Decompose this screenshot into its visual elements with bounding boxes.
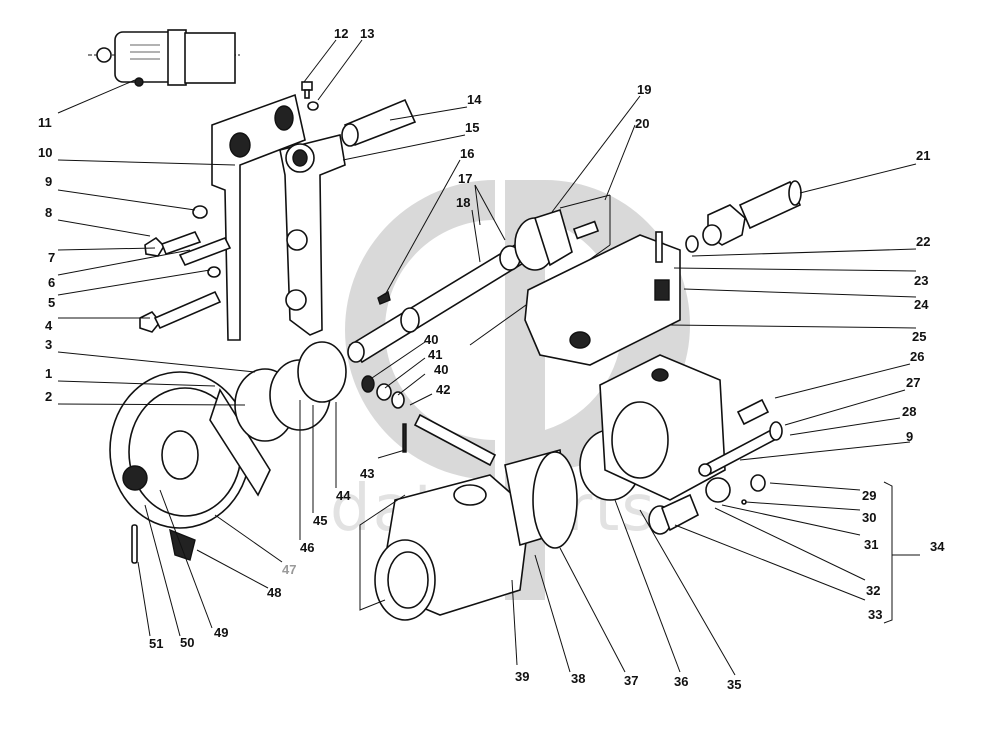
callout-35: 35 — [727, 677, 741, 692]
callout-10: 10 — [38, 145, 52, 160]
valve-stem-part — [361, 375, 497, 467]
callout-22: 22 — [916, 234, 930, 249]
callout-2: 2 — [45, 389, 52, 404]
callout-39: 39 — [515, 669, 529, 684]
callout-14: 14 — [467, 92, 482, 107]
callout-9b: 9 — [906, 429, 913, 444]
callout-1: 1 — [45, 366, 52, 381]
callout-8: 8 — [45, 205, 52, 220]
callout-3: 3 — [45, 337, 52, 352]
callout-11: 11 — [38, 115, 52, 130]
callout-28: 28 — [902, 404, 916, 419]
callout-31: 31 — [864, 537, 878, 552]
callout-49: 49 — [214, 625, 228, 640]
callout-47: 47 — [282, 562, 296, 577]
callout-40b: 40 — [434, 362, 448, 377]
callout-41: 41 — [428, 347, 442, 362]
upper-housing-part — [524, 231, 681, 366]
callout-40a: 40 — [424, 332, 438, 347]
shaft-part — [347, 243, 527, 364]
callout-48: 48 — [267, 585, 281, 600]
pin-part — [341, 98, 417, 147]
callout-23: 23 — [914, 273, 928, 288]
callout-37: 37 — [624, 673, 638, 688]
callout-16: 16 — [460, 146, 474, 161]
callout-38: 38 — [571, 671, 585, 686]
callout-15: 15 — [465, 120, 479, 135]
callout-42: 42 — [436, 382, 450, 397]
callout-50: 50 — [180, 635, 194, 650]
pump-overview-part — [88, 29, 240, 87]
callout-32: 32 — [866, 583, 880, 598]
callout-51: 51 — [149, 636, 163, 651]
filter-part — [685, 180, 802, 253]
callout-29: 29 — [862, 488, 876, 503]
callout-7: 7 — [48, 250, 55, 265]
callout-9: 9 — [45, 174, 52, 189]
callout-46: 46 — [300, 540, 314, 555]
callout-44: 44 — [336, 488, 351, 503]
callout-27: 27 — [906, 375, 920, 390]
callout-5: 5 — [48, 295, 55, 310]
callout-34: 34 — [930, 539, 945, 554]
callout-25: 25 — [912, 329, 926, 344]
callout-20: 20 — [635, 116, 649, 131]
callout-13: 13 — [360, 26, 374, 41]
bracket-part — [211, 93, 346, 341]
watermark-logo — [345, 180, 495, 480]
leader-lines — [57, 39, 920, 676]
callout-labels: 11 10 9 8 7 6 5 4 3 1 2 12 13 14 15 16 1… — [38, 26, 945, 692]
main-housing-part — [359, 474, 531, 621]
callout-26: 26 — [910, 349, 924, 364]
callout-18: 18 — [456, 195, 470, 210]
callout-19: 19 — [637, 82, 651, 97]
callout-21: 21 — [916, 148, 930, 163]
callout-4: 4 — [45, 318, 53, 333]
callout-6: 6 — [48, 275, 55, 290]
pulley-assembly-part — [109, 341, 347, 564]
bolts-part — [139, 205, 232, 333]
callout-12: 12 — [334, 26, 348, 41]
callout-43: 43 — [360, 466, 374, 481]
side-housing-part — [599, 354, 783, 535]
callout-17: 17 — [458, 171, 472, 186]
callout-30: 30 — [862, 510, 876, 525]
small-bolt-part — [301, 81, 319, 111]
callout-24: 24 — [914, 297, 929, 312]
callout-45: 45 — [313, 513, 327, 528]
callout-33: 33 — [868, 607, 882, 622]
callout-36: 36 — [674, 674, 688, 689]
parts — [88, 29, 802, 621]
